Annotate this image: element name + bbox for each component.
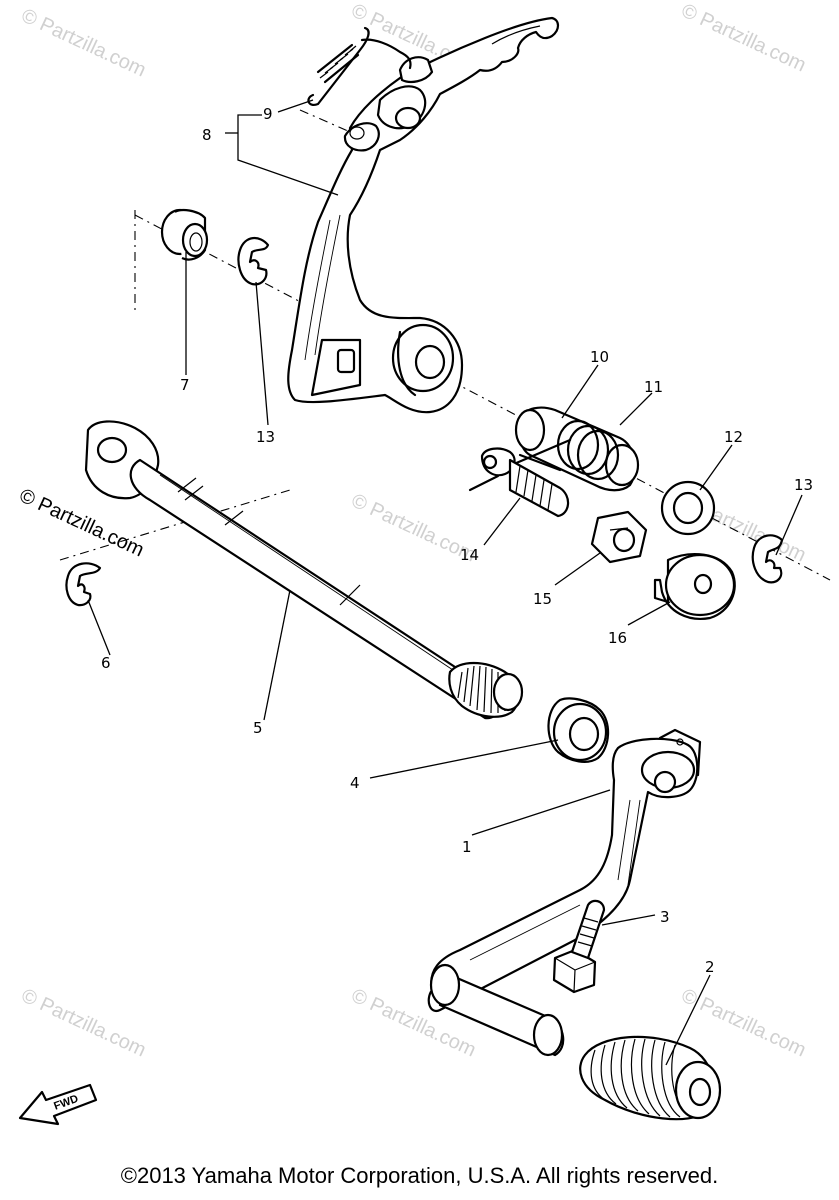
callout-8: 8 [202, 126, 212, 144]
watermark: © Partzilla.com [18, 985, 149, 1062]
callout-7: 7 [180, 376, 190, 394]
eclip-13-right [751, 534, 784, 584]
bolt-3 [552, 899, 606, 994]
copyright-notice: ©2013 Yamaha Motor Corporation, U.S.A. A… [120, 1163, 719, 1188]
callouts: 1 2 3 4 5 6 7 8 9 10 11 12 13 13 14 15 1… [101, 105, 813, 976]
leader-lines [87, 99, 803, 1066]
shift-pedal [427, 728, 702, 1057]
callout-2: 2 [705, 958, 715, 976]
stopper-bolt-14 [468, 447, 570, 518]
callout-10: 10 [590, 348, 609, 366]
torsion-spring-11 [498, 419, 620, 481]
spring-9 [307, 26, 412, 106]
callout-15: 15 [533, 590, 552, 608]
callout-9: 9 [263, 105, 273, 123]
footpeg-rubber-2 [579, 1035, 722, 1121]
watermark: © Partzilla.com [18, 5, 149, 82]
callout-12: 12 [724, 428, 743, 446]
shift-arm [287, 16, 560, 414]
shift-shaft [84, 420, 524, 720]
fwd-arrow-icon: FWD [18, 1083, 98, 1126]
callout-6: 6 [101, 654, 111, 672]
callout-1: 1 [462, 838, 472, 856]
washer-12 [660, 480, 716, 536]
callout-13-upper: 13 [256, 428, 275, 446]
eclip-6 [65, 562, 102, 607]
plate-16 [653, 553, 736, 620]
callout-3: 3 [660, 908, 670, 926]
callout-11: 11 [644, 378, 663, 396]
eclip-13-upper [237, 237, 270, 286]
collar-10 [514, 406, 640, 492]
callout-16: 16 [608, 629, 627, 647]
nut-15 [590, 510, 648, 564]
callout-4: 4 [350, 774, 360, 792]
callout-5: 5 [253, 719, 263, 737]
callout-14: 14 [460, 546, 479, 564]
watermark: © Partzilla.com [678, 0, 809, 76]
callout-13-right: 13 [794, 476, 813, 494]
oil-seal-4 [547, 697, 610, 763]
bushing-7 [160, 208, 209, 261]
watermark: © Partzilla.com [678, 985, 809, 1062]
